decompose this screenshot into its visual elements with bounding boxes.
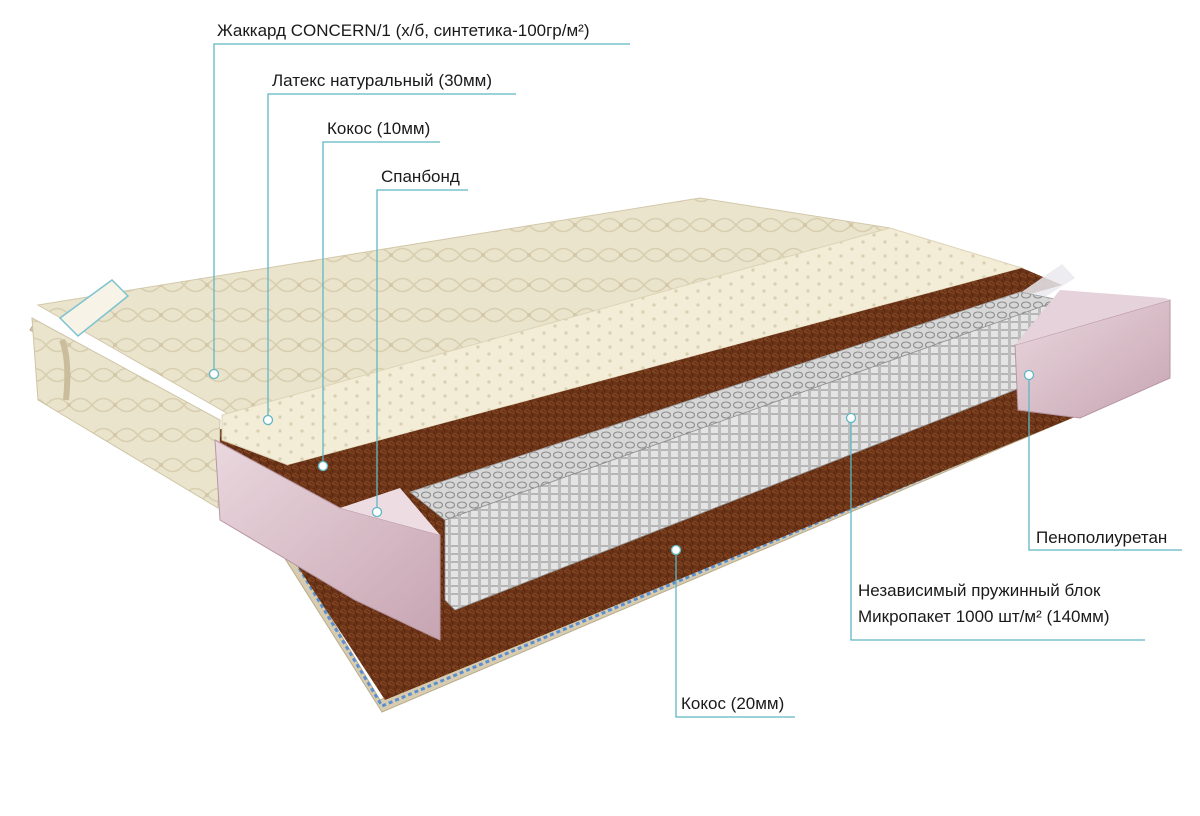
label-foam: Пенополиуретан bbox=[1036, 528, 1168, 547]
label-latex: Латекс натуральный (30мм) bbox=[272, 71, 493, 90]
coconut-bottom-top bbox=[260, 372, 1165, 695]
label-spunbond: Спанбонд bbox=[381, 167, 460, 186]
dot-latex bbox=[262, 414, 274, 426]
dot-jacquard bbox=[208, 368, 220, 380]
label-coconut-top: Кокос (10мм) bbox=[327, 119, 431, 138]
label-jacquard: Жаккард CONCERN/1 (х/б, синтетика-100гр/… bbox=[217, 21, 590, 40]
dot-foam bbox=[1023, 369, 1035, 381]
foam-right-top bbox=[1015, 290, 1170, 345]
spunbond-sheet bbox=[1010, 264, 1075, 300]
label-spring-block-line2: Микропакет 1000 шт/м² (140мм) bbox=[858, 607, 1110, 626]
dot-coconut-bottom bbox=[670, 544, 682, 556]
label-spring-block-line1: Независимый пружинный блок bbox=[858, 581, 1101, 600]
dot-coconut-top bbox=[317, 460, 329, 472]
label-coconut-bottom: Кокос (20мм) bbox=[681, 694, 785, 713]
dot-spring-block bbox=[845, 412, 857, 424]
handle bbox=[59, 338, 71, 401]
brand-tag bbox=[58, 279, 130, 338]
dot-spunbond bbox=[371, 506, 383, 518]
foam-left-top bbox=[340, 488, 440, 535]
callout-dots bbox=[208, 368, 1035, 556]
side-panel-quilted bbox=[31, 317, 221, 509]
coconut-top-layer bbox=[288, 268, 1062, 520]
leader-lines bbox=[213, 43, 1182, 718]
